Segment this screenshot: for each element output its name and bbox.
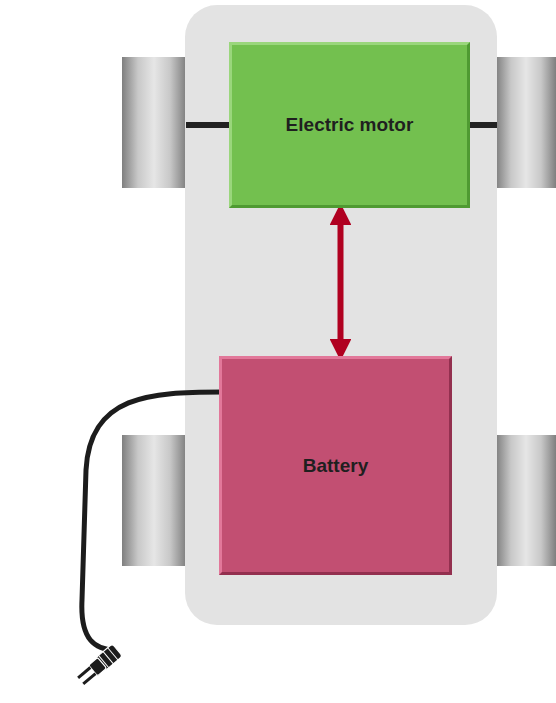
car-body bbox=[185, 5, 497, 625]
plug bbox=[76, 644, 123, 687]
wheel bbox=[122, 435, 186, 566]
node-label: Battery bbox=[303, 455, 368, 477]
axle bbox=[468, 122, 497, 128]
charging-cable bbox=[82, 392, 222, 650]
power-flow-arrow bbox=[338, 212, 344, 352]
wheel bbox=[496, 435, 556, 566]
wheel bbox=[496, 57, 556, 188]
axle bbox=[186, 122, 230, 128]
wheel bbox=[122, 57, 186, 188]
motor-box: Electric motor bbox=[229, 42, 470, 208]
node-label: Electric motor bbox=[286, 114, 414, 136]
battery-box: Battery bbox=[219, 356, 452, 575]
